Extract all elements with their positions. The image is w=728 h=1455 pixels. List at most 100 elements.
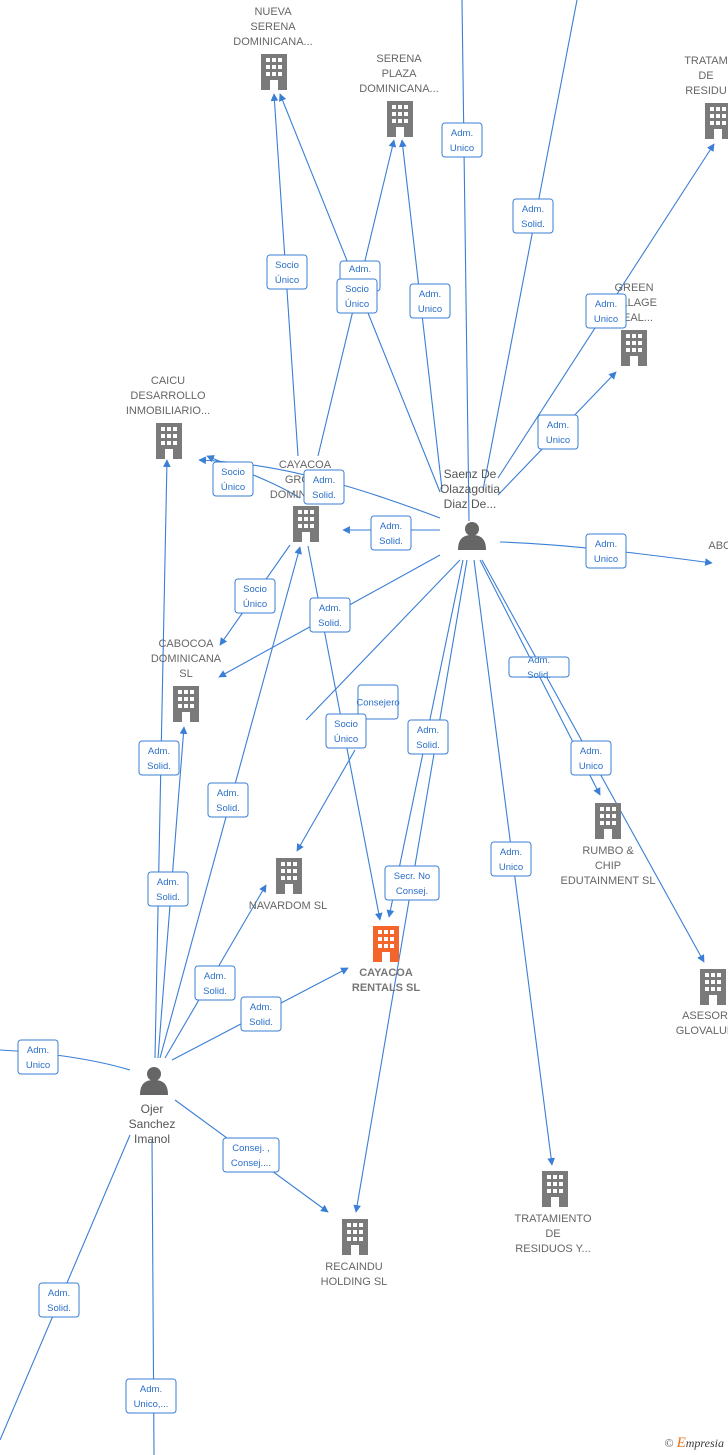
company-node-asesor[interactable]: ASESORGLOVALUE bbox=[676, 969, 728, 1037]
edge-label-text: Adm.Unico bbox=[594, 299, 618, 325]
edge-label-text: Adm.Solid. bbox=[147, 746, 171, 772]
edge-label: Adm.Unico bbox=[537, 414, 579, 450]
building-icon bbox=[342, 1219, 368, 1255]
company-label[interactable]: NAVARDOM SL bbox=[249, 900, 327, 912]
edge-label-text: Adm.Unico bbox=[418, 289, 442, 315]
edge-label-box bbox=[357, 684, 399, 720]
company-label[interactable]: ASESORGLOVALUE bbox=[676, 1010, 728, 1037]
building-icon bbox=[387, 101, 413, 137]
edge-label-box bbox=[508, 656, 570, 678]
edge-label: Adm.Unico bbox=[585, 533, 627, 569]
edge-label-box bbox=[336, 278, 378, 314]
edge-label: Adm.Solid. bbox=[194, 965, 236, 1001]
edge-label-box bbox=[370, 515, 412, 551]
edge-label: Adm.Unico bbox=[17, 1039, 59, 1075]
edge-label-box bbox=[537, 414, 579, 450]
edge-label-box bbox=[212, 461, 254, 497]
edge-label: Adm.Unico,... bbox=[125, 1378, 177, 1414]
building-icon bbox=[156, 423, 182, 459]
edge-label-text: Adm.Solid. bbox=[379, 521, 403, 547]
edge-label-text: Adm.Unico bbox=[499, 847, 523, 873]
edge-label-box bbox=[407, 719, 449, 755]
edge-label-text: Adm.Solid. bbox=[47, 1288, 71, 1314]
edge-label-text: Consej. ,Consej.... bbox=[231, 1143, 271, 1169]
edge-label-box bbox=[194, 965, 236, 1001]
building-icon bbox=[700, 969, 726, 1005]
edge-label-box bbox=[384, 865, 440, 901]
edge-label: Adm.Solid. bbox=[303, 469, 345, 505]
edge-label: Adm.Unico bbox=[490, 841, 532, 877]
edge-label-box bbox=[409, 283, 451, 319]
person-icon bbox=[458, 522, 486, 550]
edge-label-box bbox=[147, 871, 189, 907]
edge-label-box bbox=[441, 122, 483, 158]
brand-initial: E bbox=[676, 1435, 686, 1451]
edge-label-box bbox=[38, 1282, 80, 1318]
edge-label: Adm.Unico bbox=[570, 740, 612, 776]
edge-label-text: Adm.Unico bbox=[546, 420, 570, 446]
person-icon bbox=[140, 1067, 168, 1095]
edge-label-box bbox=[240, 996, 282, 1032]
edge-label: Consejero bbox=[356, 684, 400, 720]
edge-label-text: Adm.Solid. bbox=[416, 725, 440, 751]
edge-label-box bbox=[325, 713, 367, 749]
edge-label-text: Adm.Solid. bbox=[216, 788, 240, 814]
edge-label-box bbox=[222, 1137, 280, 1173]
edge-label-text: Adm.Unico bbox=[579, 746, 603, 772]
copyright-symbol: © bbox=[664, 1436, 674, 1450]
edge-label-box bbox=[570, 740, 612, 776]
edge-label-box bbox=[585, 293, 627, 329]
edge-label-text: Adm.Solid. bbox=[249, 1002, 273, 1028]
relationship-edge bbox=[206, 455, 301, 499]
edge-label: Adm.Unico bbox=[409, 283, 451, 319]
edge-label-text: Adm.Solid. bbox=[527, 655, 551, 681]
edge-label-box bbox=[234, 578, 276, 614]
company-label[interactable]: ABO bbox=[708, 540, 728, 552]
building-icon bbox=[373, 926, 399, 962]
edge-label-box bbox=[585, 533, 627, 569]
edge-label-text: Adm.Unico bbox=[594, 539, 618, 565]
edge-label-box bbox=[512, 198, 554, 234]
building-icon bbox=[261, 54, 287, 90]
relationship-edge bbox=[296, 749, 356, 852]
edge-label-box bbox=[138, 740, 180, 776]
company-node-navardom[interactable]: NAVARDOM SL bbox=[249, 858, 327, 912]
edge-label: Adm.Solid. bbox=[309, 597, 351, 633]
edge-label: Adm.Solid. bbox=[508, 655, 570, 681]
edge-label-box bbox=[266, 254, 308, 290]
company-node-abo[interactable]: ABO bbox=[708, 540, 728, 552]
edge-label-box bbox=[207, 782, 249, 818]
edge-label-text: Adm.Unico bbox=[450, 128, 474, 154]
edge-label-text: Adm.Solid. bbox=[203, 971, 227, 997]
building-icon bbox=[705, 103, 728, 139]
